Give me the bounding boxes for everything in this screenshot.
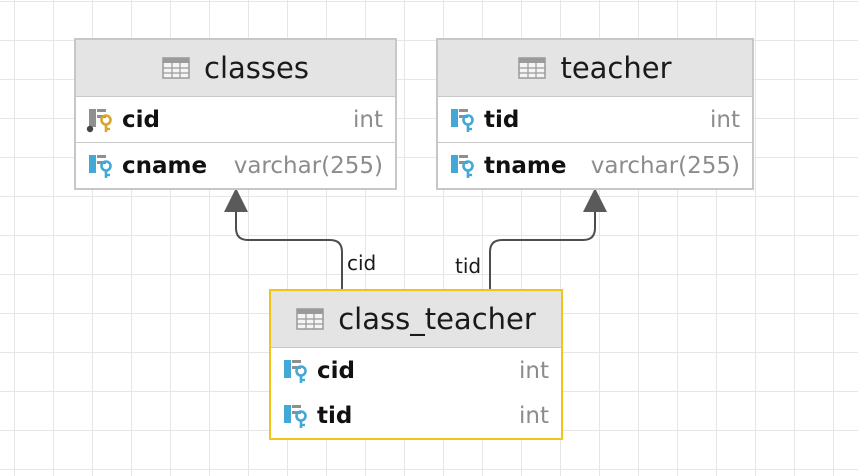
relation-edge-tid[interactable] [489,210,596,290]
column-name: cid [317,357,355,384]
indexed-column-icon [281,403,311,429]
table-title: class_teacher [338,302,536,336]
table-header: teacher [438,40,752,97]
relation-edge-cid[interactable] [235,210,343,290]
relation-arrowhead-tid [583,188,607,212]
table-icon [162,57,190,79]
column-type: int [519,357,549,384]
column-type: int [710,106,740,133]
table-header: class_teacher [271,291,561,348]
relation-arrowhead-cid [224,188,248,212]
table-icon [296,308,324,330]
indexed-column-icon [448,107,478,133]
indexed-column-icon [281,358,311,384]
column-row-cname[interactable]: cname varchar(255) [76,143,395,188]
table-teacher[interactable]: teacher tid int tname varchar(255) [436,38,754,190]
column-type: int [519,402,549,429]
column-name: cid [122,106,160,133]
column-name: cname [122,152,208,179]
table-header: classes [76,40,395,97]
table-title: teacher [560,51,672,85]
column-row-tname[interactable]: tname varchar(255) [438,143,752,188]
table-icon [518,57,546,79]
column-name: tid [317,402,353,429]
column-type: int [353,106,383,133]
column-row-cid[interactable]: cid int [271,348,561,393]
table-title: classes [204,51,309,85]
table-classes[interactable]: classes cid int cname varchar(255) [74,38,397,190]
relation-label-cid: cid [347,251,377,275]
column-row-tid[interactable]: tid int [271,393,561,438]
indexed-column-icon [86,153,116,179]
column-row-tid[interactable]: tid int [438,97,752,143]
relation-label-tid: tid [455,254,482,278]
indexed-column-icon [448,153,478,179]
column-type: varchar(255) [590,152,740,179]
primary-key-column-icon [86,107,116,133]
column-type: varchar(255) [233,152,383,179]
table-class-teacher[interactable]: class_teacher cid int tid int [269,289,563,440]
column-row-cid[interactable]: cid int [76,97,395,143]
column-name: tid [484,106,520,133]
column-name: tname [484,152,567,179]
